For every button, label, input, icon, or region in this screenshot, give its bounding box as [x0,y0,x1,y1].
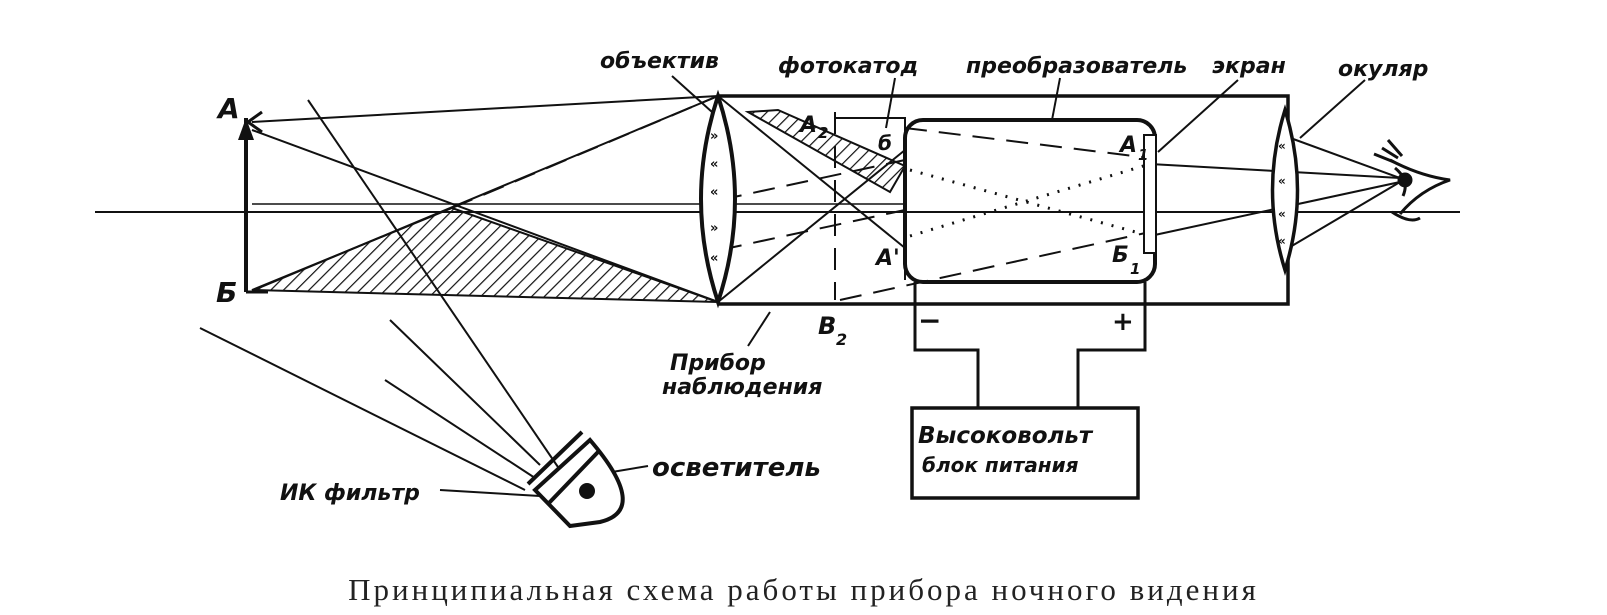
minus-terminal: − [918,304,941,337]
b2-label: В [818,312,836,340]
svg-text:»: » [710,221,718,236]
power-unit-label-2: блок питания [922,453,1079,477]
objective-label: объектив [600,49,719,74]
b-small-label: б [878,131,892,155]
illuminator-leader [611,465,649,473]
illuminator [199,99,625,529]
eye-icon [1373,139,1451,222]
point-a-label: А [216,92,240,125]
a2-subscript: 2 [818,124,828,142]
photocathode-label: фотокатод [778,54,918,79]
screen-label: экран [1212,54,1286,79]
b1-subscript: 1 [1130,260,1140,278]
illuminator-label: осветитель [652,453,821,483]
svg-text:«: « [1278,139,1286,153]
ir-filter-label: ИК фильтр [280,481,420,506]
eyepiece-label: окуляр [1338,57,1428,82]
screen [1143,134,1157,254]
observation-device-label-1: Прибор [670,351,766,376]
b1-label: Б [1112,243,1129,268]
a1-label: А [1118,133,1137,158]
svg-text:«: « [710,251,718,266]
svg-text:«: « [1278,207,1286,221]
point-b-label: Б [216,276,237,309]
svg-text:«: « [710,185,718,200]
converter-label: преобразователь [966,54,1187,79]
eyepiece-lens [1270,104,1300,276]
object-arrow-head [238,118,254,140]
a-prime-label: А' [874,246,900,271]
power-wiring [913,282,1147,408]
hatched-ray-cone-left [251,206,719,303]
b2-subscript: 2 [836,330,847,349]
svg-text:«: « [1278,174,1286,188]
objective-lens [699,89,737,309]
power-supply-box [910,406,1140,500]
ir-filter-leader [439,489,541,497]
power-unit-label-1: Высоковольт [918,423,1094,449]
svg-text:«: « [1278,234,1286,248]
a2-label: А [798,113,817,138]
observation-device-label-2: наблюдения [662,375,822,400]
svg-text:«: « [710,157,718,172]
svg-text:»: » [710,129,718,144]
a1-subscript: 1 [1138,146,1148,164]
plus-terminal: + [1112,307,1134,337]
figure-caption: Принципиальная схема работы прибора ночн… [348,572,1259,607]
night-vision-diagram: » « « » « « « « « [95,49,1460,529]
